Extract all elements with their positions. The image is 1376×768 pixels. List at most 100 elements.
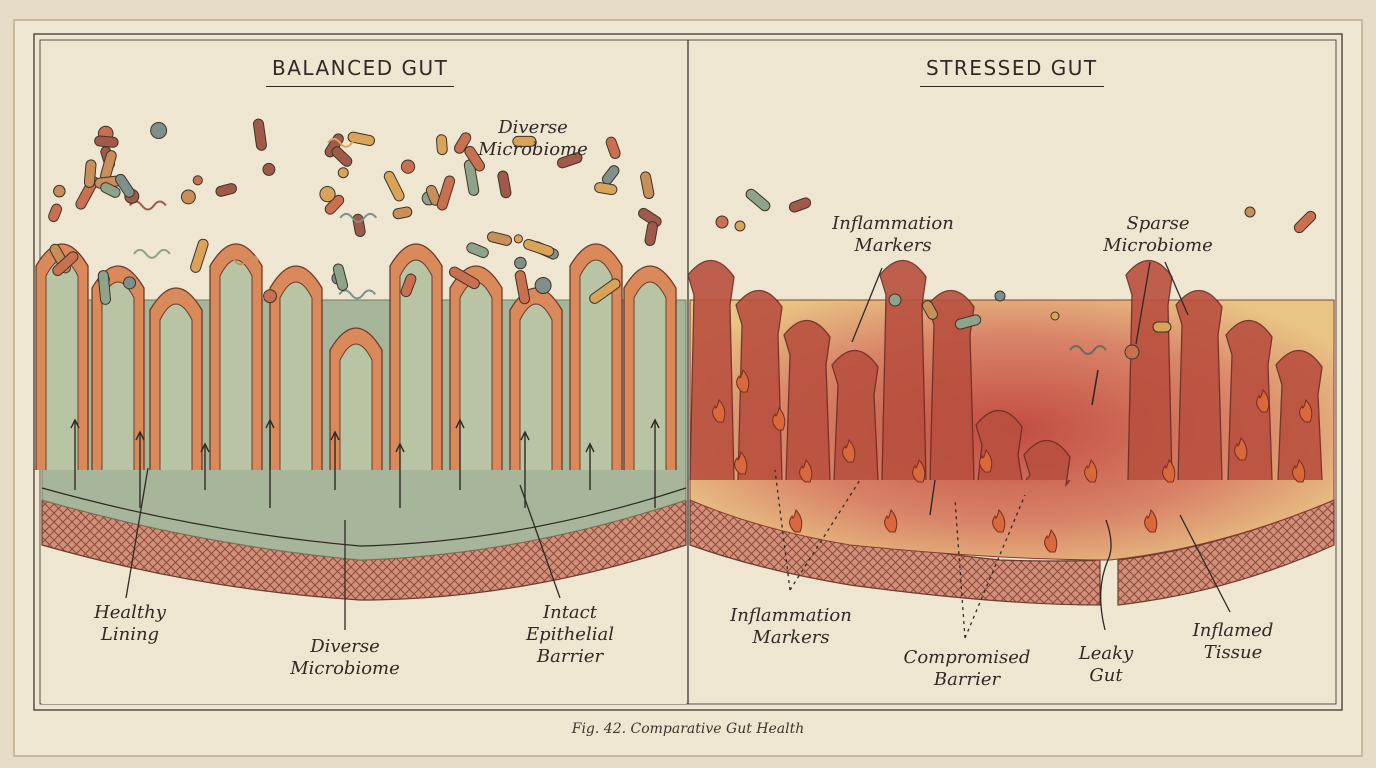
arrow-head [330, 430, 340, 441]
microbiome-cluster [48, 118, 662, 305]
bacteria-icon [94, 135, 119, 148]
damaged-villus [1275, 349, 1323, 481]
arrow-head [70, 418, 80, 429]
bacteria-icon [514, 256, 527, 270]
bacteria-icon [453, 132, 472, 154]
flame-icon [1044, 528, 1058, 553]
damaged-villus [879, 259, 927, 481]
arrow-head [265, 418, 275, 429]
flame-icon [979, 448, 993, 473]
spirochete-icon [338, 289, 377, 300]
bacteria-icon [53, 184, 66, 198]
villus-core [519, 303, 553, 470]
flame-icon [1292, 458, 1306, 483]
damaged-villus [783, 319, 831, 481]
leader-sparse-2 [1164, 261, 1189, 316]
label-leaky-gut: Leaky Gut [1078, 643, 1134, 686]
bacteria-icon [262, 162, 276, 176]
villus-core [159, 303, 193, 470]
bacteria-icon [466, 242, 489, 259]
leader-leaky [1100, 519, 1112, 631]
bacteria-icon [640, 171, 655, 200]
leader-intact-barrier [519, 484, 561, 599]
flame-icon [1144, 508, 1158, 533]
sparse-microbiome [715, 188, 1317, 360]
label-diverse-microbiome-bottom: Diverse Microbiome [290, 636, 400, 679]
bacteria-icon [253, 118, 267, 151]
label-inflammation-top: Inflammation Markers [832, 213, 954, 256]
growth-arrows [70, 418, 660, 508]
leader-inflammation-top [851, 267, 883, 343]
bacteria-icon [83, 159, 97, 188]
spirochete-icon [339, 212, 378, 223]
spirochete-icon [327, 137, 365, 148]
leader-inflammation-bottom [774, 469, 861, 591]
bacteria-icon [448, 266, 480, 290]
villus-core [101, 281, 135, 470]
bacteria-icon [400, 159, 416, 174]
flame-icon [799, 458, 813, 483]
bacteria-icon [556, 152, 583, 169]
bacteria-icon [788, 197, 812, 213]
damaged-villus [831, 349, 879, 481]
bacteria-icon [464, 145, 485, 172]
bacteria-icon [1244, 206, 1256, 218]
bacteria-icon [436, 175, 456, 211]
damaged-villus [1023, 439, 1071, 488]
bacteria-icon [383, 170, 405, 202]
figure-caption: Fig. 42. Comparative Gut Health [571, 721, 805, 737]
bacteria-icon [589, 278, 621, 304]
damaged-villus [735, 289, 783, 481]
bacteria-icon [1050, 311, 1060, 321]
bacteria-icon [1124, 344, 1140, 360]
leader-inflamed [1179, 514, 1231, 613]
flame-icon [842, 438, 856, 463]
arrow-head [135, 430, 145, 441]
bacteria-icon [263, 289, 277, 304]
villus-core [219, 259, 253, 470]
flame-icon [1299, 398, 1313, 423]
bacteria-icon [192, 175, 203, 186]
bacteria-icon [463, 159, 480, 196]
villus-core [579, 259, 613, 470]
bacteria-icon [1293, 210, 1317, 234]
spirochete-icon [1069, 345, 1107, 355]
arrow-head [650, 418, 660, 429]
bacteria-icon [638, 207, 662, 228]
bacteria-icon [331, 146, 353, 167]
arrow-head [395, 442, 405, 453]
bacteria-icon [734, 220, 746, 232]
bacteria-icon [115, 173, 135, 198]
balanced-gut-title: BALANCED GUT [266, 56, 455, 87]
label-healthy-lining: Healthy Lining [94, 602, 166, 645]
villus-core [399, 259, 433, 470]
bacteria-icon [392, 206, 413, 220]
bacteria-icon [1152, 321, 1172, 333]
leader-compromised [954, 494, 1026, 639]
flame-icon [736, 368, 750, 393]
flame-icon [1162, 458, 1176, 483]
bacteria-icon [97, 270, 111, 305]
bacteria-icon [347, 131, 376, 147]
label-compromised-barrier: Compromised Barrier [903, 647, 1031, 690]
bacteria-icon [497, 170, 512, 199]
flame-icon [1234, 436, 1248, 461]
bacteria-icon [888, 293, 902, 307]
arrow-down-icon [929, 479, 936, 516]
bacteria-icon [48, 203, 63, 223]
bacteria-icon [512, 135, 537, 147]
damaged-villus [1175, 289, 1223, 481]
bacteria-icon [954, 314, 982, 330]
bacteria-icon [190, 238, 209, 273]
arrow-head [520, 430, 530, 441]
arrow-head [455, 418, 465, 429]
label-intact-barrier: Intact Epithelial Barrier [526, 602, 614, 667]
bacteria-icon [994, 290, 1006, 302]
bacteria-icon [150, 122, 168, 139]
label-inflammation-bottom: Inflammation Markers [730, 605, 852, 648]
damaged-villi [687, 259, 1323, 488]
flame-icon [789, 508, 803, 533]
bacteria-icon [605, 136, 621, 159]
flame-icon [772, 406, 786, 431]
